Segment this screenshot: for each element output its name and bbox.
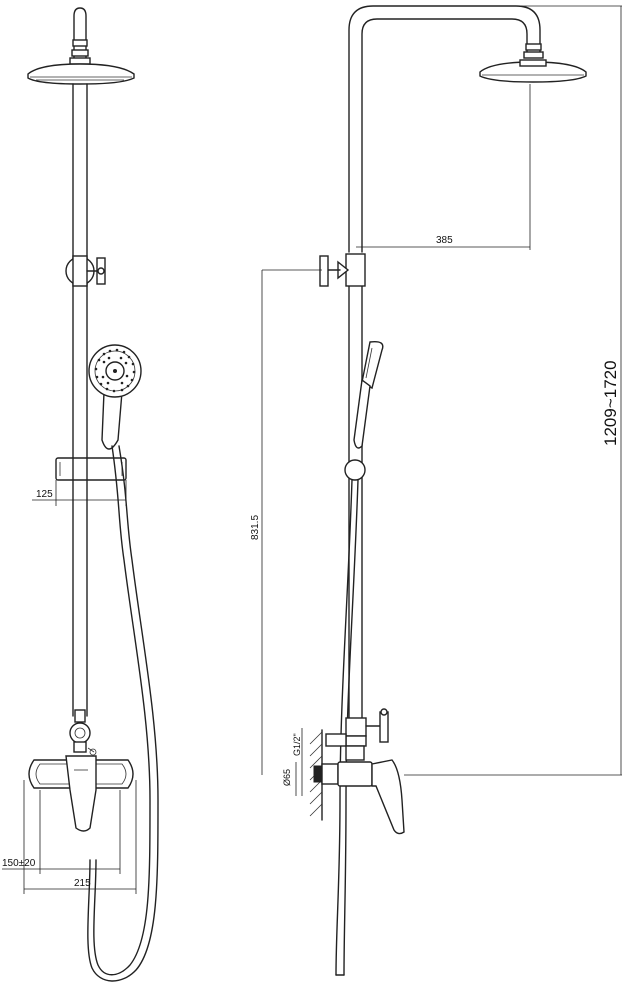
side-view: 385 831.5 (250, 5, 622, 976)
dim-150: 150±20 (2, 790, 121, 874)
side-mixer (313, 759, 405, 835)
side-handset-holder (344, 459, 366, 481)
front-mixer (28, 755, 134, 832)
dim-385: 385 (356, 84, 531, 250)
front-view: 125 150±20 (2, 7, 159, 982)
dim-thread-flange: G1/2" Ø65 (282, 728, 303, 796)
dim-215: 215 (23, 780, 137, 894)
dim-831-label: 831.5 (250, 515, 261, 540)
dim-125-label: 125 (36, 489, 53, 500)
front-hand-shower-nozzles (94, 348, 136, 393)
dim-total-height-label: 1209~1720 (601, 360, 620, 446)
side-main-pipe (348, 283, 363, 721)
front-hand-shower (88, 344, 142, 450)
front-rain-shower-head (27, 63, 135, 85)
dim-150-label: 150±20 (2, 858, 36, 869)
dim-125: 125 (32, 480, 127, 506)
side-overhead-arm (348, 5, 544, 253)
side-upper-valve (319, 253, 366, 287)
side-lower-diverter (325, 708, 389, 761)
front-main-pipe (72, 83, 88, 717)
front-upper-valve (65, 255, 106, 287)
dim-thread-label: G1/2" (292, 733, 302, 756)
front-gooseneck (69, 7, 91, 65)
dim-flange-label: Ø65 (282, 769, 292, 786)
side-hand-shower (353, 340, 384, 449)
dim-total-height: 1209~1720 (404, 5, 622, 776)
front-lower-connector (69, 709, 97, 756)
front-hose (87, 445, 159, 982)
dim-831: 831.5 (250, 269, 322, 775)
dim-385-label: 385 (436, 235, 453, 246)
dim-215-label: 215 (74, 878, 91, 889)
side-rain-shower-head (479, 59, 587, 83)
